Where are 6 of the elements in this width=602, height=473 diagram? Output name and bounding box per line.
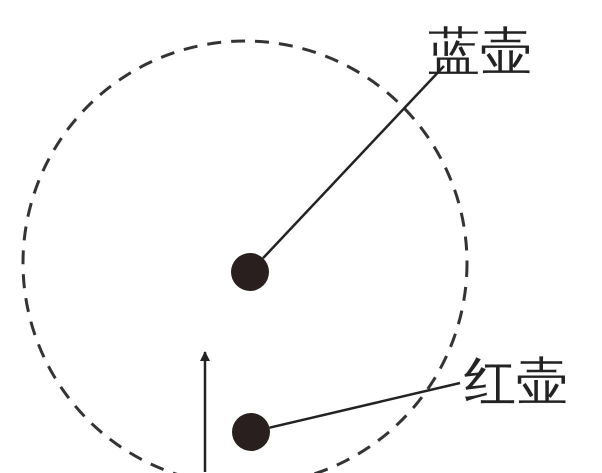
stone-label: 蓝壶 xyxy=(428,22,532,82)
leader-line xyxy=(262,65,445,260)
leader-line xyxy=(269,382,460,429)
stone-dot xyxy=(232,413,270,451)
stone-label: 红壶 xyxy=(464,352,568,412)
stone-dot xyxy=(231,253,269,291)
